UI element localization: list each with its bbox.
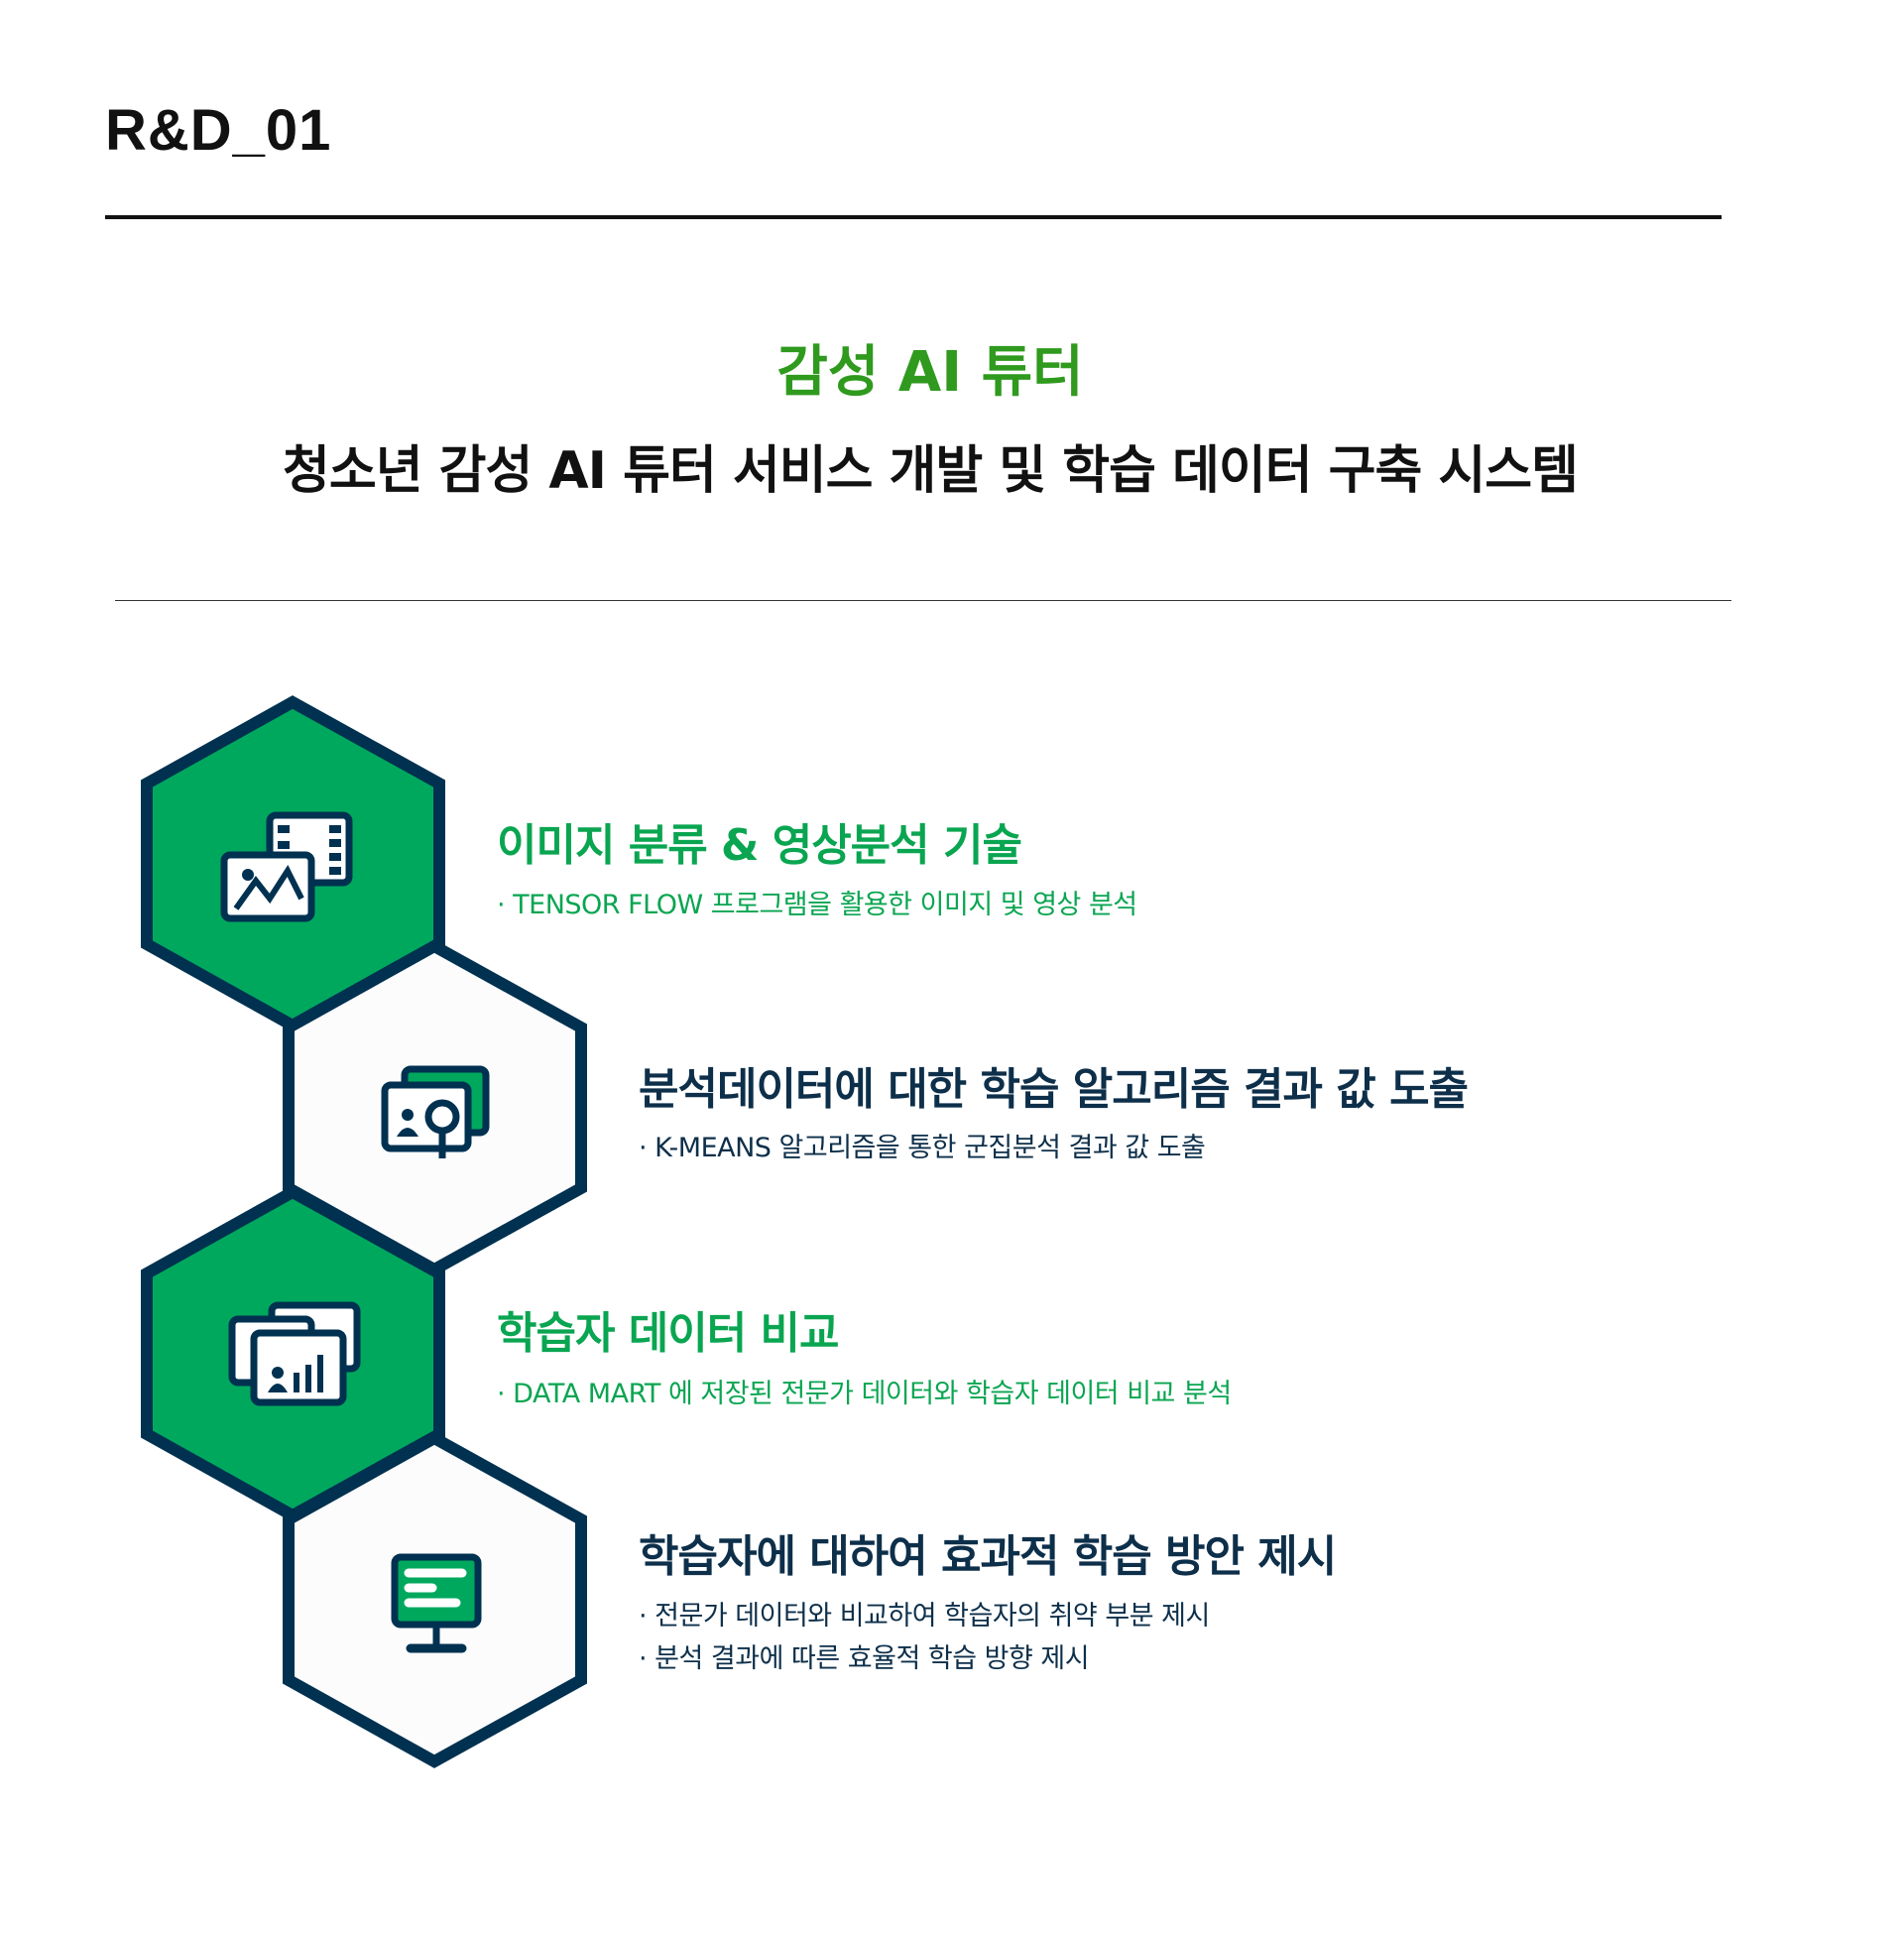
item-heading: 분석데이터에 대한 학습 알고리즘 결과 값 도출 <box>639 1064 1469 1115</box>
item-bullet: · 분석 결과에 따른 효율적 학습 방향 제시 <box>639 1643 1090 1674</box>
item-heading: 이미지 분류 & 영상분석 기술 <box>497 820 1022 871</box>
content-divider <box>115 600 1731 601</box>
image-film-icon <box>220 811 353 922</box>
monitor-icon <box>391 1553 482 1653</box>
item-heading: 학습자 데이터 비교 <box>497 1308 839 1359</box>
item-bullet: · K-MEANS 알고리즘을 통한 군집분석 결과 값 도출 <box>639 1133 1206 1163</box>
page-subtitle: 청소년 감성 AI 튜터 서비스 개발 및 학습 데이터 구축 시스템 <box>283 441 1579 501</box>
section-code: R&D_01 <box>105 98 332 163</box>
item-bullet: · 전문가 데이터와 비교하여 학습자의 취약 부분 제시 <box>639 1601 1210 1632</box>
page-title: 감성 AI 튜터 <box>776 340 1084 405</box>
item-bullet: · DATA MART 에 저장된 전문가 데이터와 학습자 데이터 비교 분석 <box>497 1379 1232 1409</box>
user-search-icon <box>381 1065 490 1158</box>
item-bullet: · TENSOR FLOW 프로그램을 활용한 이미지 및 영상 분석 <box>497 890 1137 920</box>
item-heading: 학습자에 대하여 효과적 학습 방안 제시 <box>639 1531 1337 1582</box>
data-compare-icon <box>228 1301 361 1406</box>
header-divider <box>105 215 1722 219</box>
